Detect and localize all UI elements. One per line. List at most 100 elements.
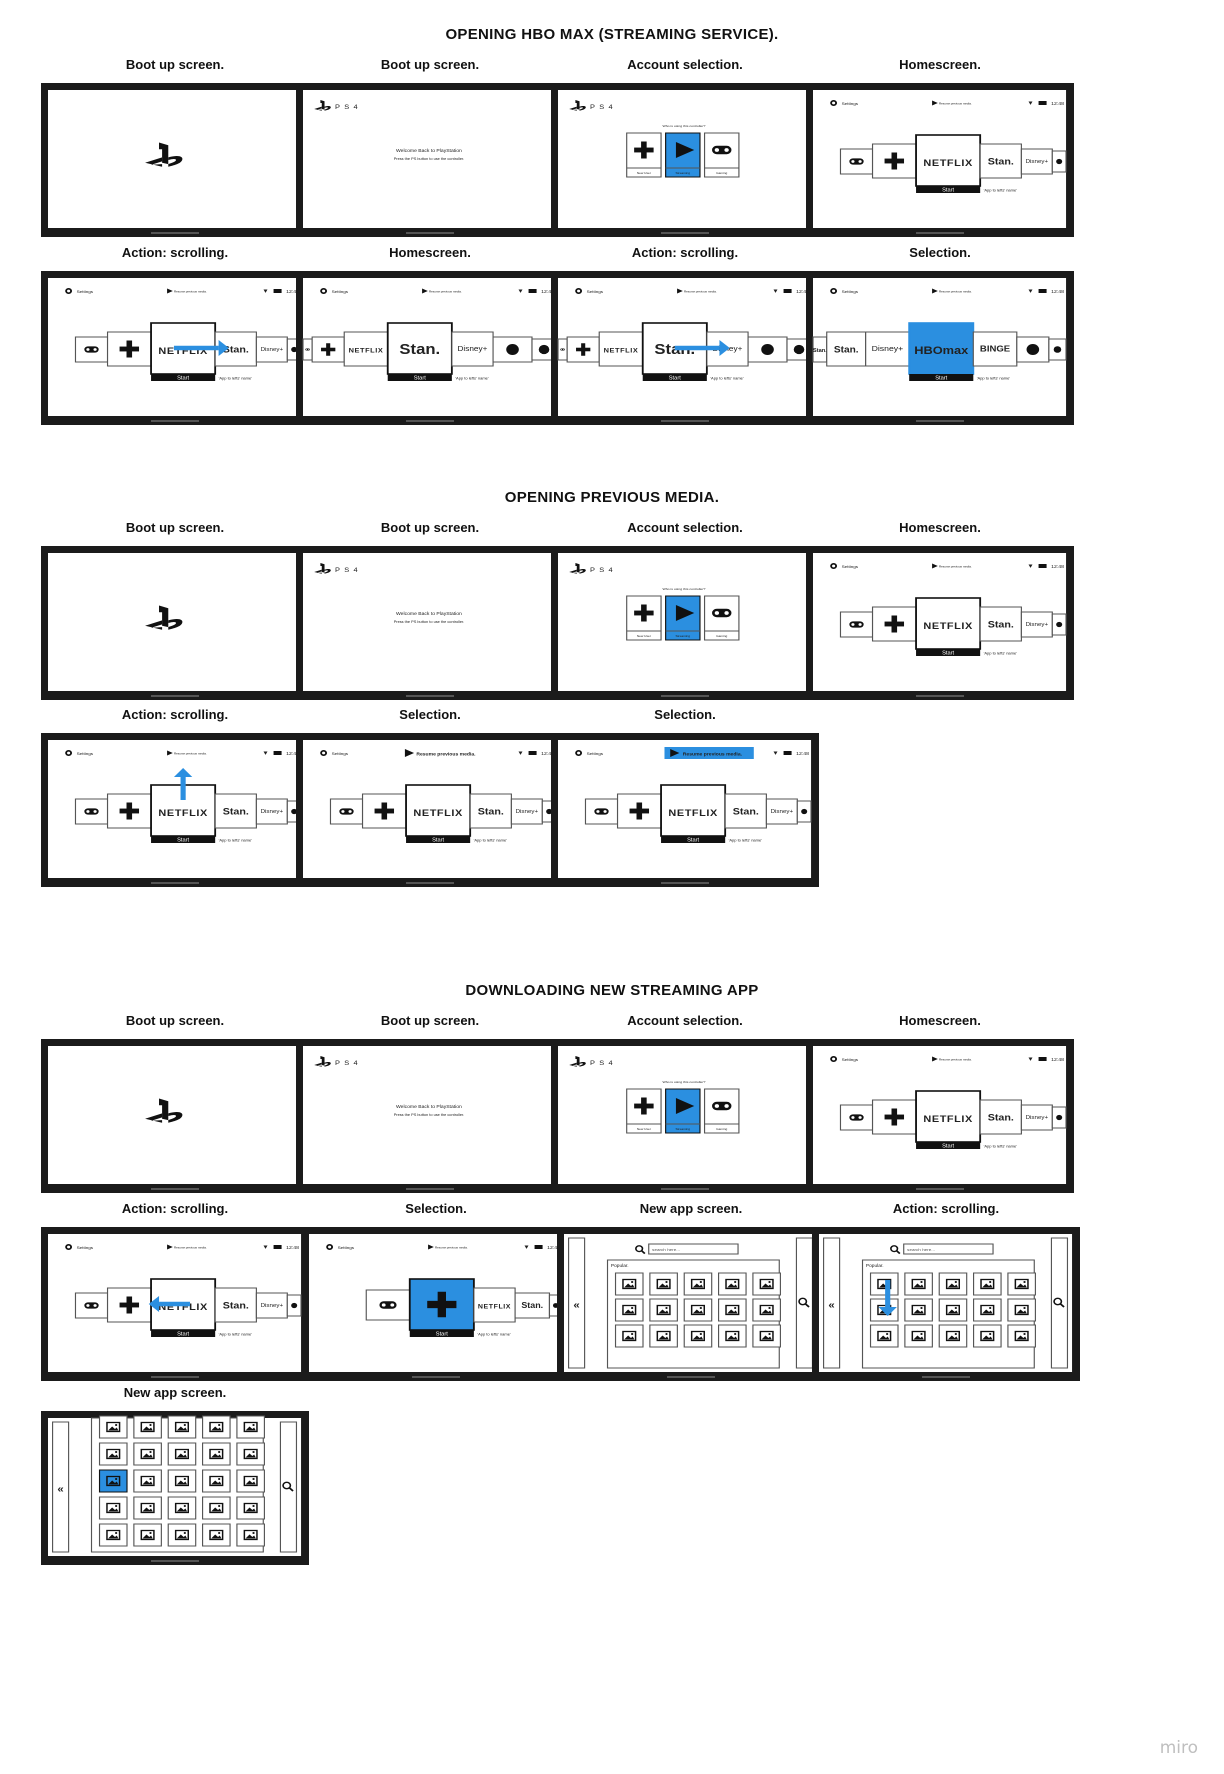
plus-icon (119, 340, 140, 358)
app-cell (1007, 1272, 1036, 1296)
app-cell (904, 1272, 933, 1296)
stan-logo: Stan. (521, 1301, 543, 1310)
start-label: Start (935, 376, 948, 382)
app-cell (236, 1496, 265, 1520)
app-tile-misc (1051, 1106, 1067, 1129)
plus-icon (321, 343, 336, 356)
tv-stand (151, 232, 199, 234)
wifi-icon: ▾ (774, 748, 778, 756)
tv-frame (41, 1039, 309, 1193)
play-icon (428, 1244, 434, 1250)
app-name-label: 'App to lefts' name' (984, 1145, 1018, 1149)
app-cell (133, 1523, 162, 1547)
playstation-logo (569, 100, 586, 111)
app-tile-netflix: NETFLIX (660, 784, 727, 837)
app-icon (1056, 621, 1063, 628)
resume-label: Resume previous media. (684, 290, 717, 294)
right-rail (1050, 1237, 1069, 1369)
app-cell (649, 1324, 678, 1348)
search-placeholder: search here... (907, 1247, 935, 1252)
wifi-icon: ▾ (1029, 1054, 1033, 1062)
ps4-label: P S 4 (335, 567, 359, 574)
left-rail (823, 1237, 841, 1369)
image-icon (174, 1529, 190, 1541)
settings-label: Settings (77, 1245, 93, 1250)
image-icon (140, 1502, 155, 1514)
search-icon (635, 1245, 646, 1255)
app-cell (718, 1298, 747, 1322)
app-tile-misc (531, 338, 557, 361)
settings-label: Settings (332, 289, 348, 294)
disney-logo: Disney+ (1026, 1115, 1049, 1121)
image-icon (980, 1278, 995, 1290)
app-cell (202, 1415, 231, 1439)
netflix-logo: NETFLIX (923, 159, 972, 169)
start-bar (916, 649, 981, 656)
image-icon (759, 1304, 774, 1316)
app-cell (167, 1496, 197, 1520)
start-label: Start (942, 651, 955, 657)
app-tile-disney: Disney+ (865, 331, 910, 367)
resume-label: Resume previous media. (435, 1246, 468, 1250)
scroll-arrow (173, 340, 229, 356)
resume-label: Resume previous media. (939, 290, 972, 294)
controller-icon (712, 145, 732, 155)
popular-label: Popular. (611, 1263, 629, 1268)
app-tile-stan: Stan. (979, 606, 1022, 642)
app-name-label: 'App to lefts' name' (219, 377, 253, 381)
scroll-arrow (148, 1296, 190, 1312)
start-bar (151, 1330, 216, 1337)
frame-label: Account selection. (627, 57, 743, 72)
app-icon (1026, 344, 1040, 355)
app-name-label: 'App to lefts' name' (710, 377, 744, 381)
app-tile-disney: Disney+ (255, 798, 288, 825)
play-icon (404, 749, 415, 757)
tv-stand (406, 882, 454, 884)
clock: 12:48 (796, 751, 809, 757)
image-icon (1014, 1330, 1029, 1342)
back-icon: « (57, 1484, 63, 1495)
app-tile-pad (74, 798, 109, 825)
resume-label: Resume previous media. (939, 565, 972, 569)
image-icon (209, 1529, 224, 1541)
start-label: Start (942, 188, 955, 194)
controller-icon (849, 1114, 864, 1121)
start-label: Start (414, 376, 427, 382)
frame-label: Action: scrolling. (121, 1201, 229, 1216)
frame-label: Homescreen. (899, 520, 981, 535)
tv-stand (151, 1560, 199, 1562)
start-bar (916, 186, 981, 193)
app-cell (133, 1496, 162, 1520)
tv-stand (916, 695, 964, 697)
storyboard-frame: Boot up screen. (41, 57, 309, 237)
welcome-title: Welcome Back to PlayStation (396, 611, 462, 617)
start-bar (916, 1142, 981, 1149)
app-tile-plus (361, 793, 407, 829)
tv-stand (661, 882, 709, 884)
app-tile-netflix: NETFLIX (598, 331, 644, 367)
image-icon (209, 1421, 224, 1433)
app-cell (167, 1415, 197, 1439)
welcome-title: Welcome Back to PlayStation (396, 148, 462, 154)
account-label: New User (637, 1127, 651, 1131)
frame-label: Action: scrolling. (121, 707, 229, 722)
app-cell (683, 1298, 713, 1322)
search-icon (282, 1481, 294, 1492)
disney-logo: Disney+ (261, 347, 284, 353)
search-input (648, 1243, 739, 1255)
frame-label: Homescreen. (389, 245, 471, 260)
screen-background (303, 1046, 557, 1184)
controller-icon (84, 808, 99, 815)
image-icon (243, 1475, 258, 1487)
app-tile-pad (365, 1289, 411, 1321)
app-name-label: 'App to lefts' name' (219, 1333, 253, 1337)
image-icon (243, 1529, 258, 1541)
